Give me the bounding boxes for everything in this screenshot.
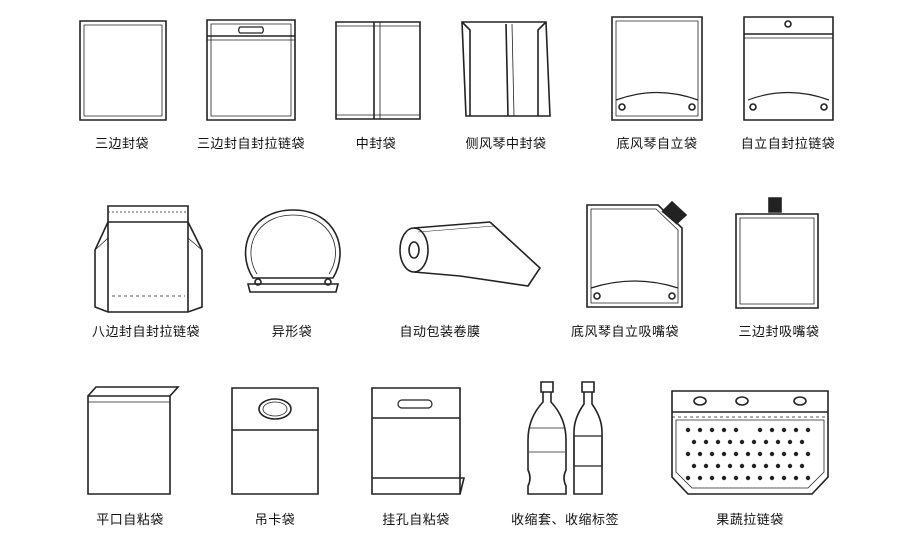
label-stand-up-bag: 底风琴自立袋 <box>616 137 698 152</box>
perforation-dot <box>733 451 739 457</box>
label-stand-up-spout-bag: 底风琴自立吸嘴袋 <box>570 325 680 340</box>
perforation-dot <box>703 463 709 469</box>
label-produce-zipper-bag: 果蔬拉链袋 <box>716 513 784 528</box>
perforation-dot <box>775 463 781 469</box>
label-hang-hole-adhesive-bag: 挂孔自粘袋 <box>382 513 450 528</box>
label-shrink-sleeve: 收缩套、收缩标签 <box>510 513 620 528</box>
perforation-dot <box>703 439 709 445</box>
perforation-dot <box>781 475 787 481</box>
perforation-dot <box>739 439 745 445</box>
label-three-side-zipper-bag: 三边封自封拉链袋 <box>196 137 306 152</box>
label-spout-bag: 三边封吸嘴袋 <box>738 325 820 340</box>
label-side-gusset-bag: 侧风琴中封袋 <box>465 137 547 152</box>
perforation-dot <box>751 439 757 445</box>
perforation-dot <box>733 427 739 433</box>
perforation-dot <box>757 451 763 457</box>
perforation-dot <box>709 475 715 481</box>
label-center-seal-bag: 中封袋 <box>355 137 397 152</box>
perforation-dot <box>727 439 733 445</box>
perforation-dot <box>721 427 727 433</box>
perforation-dot <box>799 463 805 469</box>
label-flat-adhesive-bag: 平口自粘袋 <box>96 513 164 528</box>
perforation-dot <box>763 463 769 469</box>
perforation-dot <box>769 475 775 481</box>
perforation-dot <box>769 427 775 433</box>
perforation-dot <box>721 475 727 481</box>
perforation-dot <box>745 451 751 457</box>
perforation-dot <box>697 427 703 433</box>
perforation-dot <box>805 475 811 481</box>
perforation-dot <box>691 439 697 445</box>
perforation-dot <box>739 463 745 469</box>
perforation-dot <box>697 451 703 457</box>
perforation-dot <box>805 451 811 457</box>
label-header-card-bag: 吊卡袋 <box>254 513 296 528</box>
perforation-dot <box>805 427 811 433</box>
perforation-dot <box>685 475 691 481</box>
perforation-dot <box>685 427 691 433</box>
perforation-dot <box>727 463 733 469</box>
perforation-dot <box>757 475 763 481</box>
perforation-dot <box>709 451 715 457</box>
perforation-dot <box>685 451 691 457</box>
perforation-dot <box>709 427 715 433</box>
label-stand-up-zipper-bag: 自立自封拉链袋 <box>740 137 836 152</box>
label-three-side-seal-bag: 三边封袋 <box>94 137 150 152</box>
perforation-dot <box>769 451 775 457</box>
label-eight-side-seal-bag: 八边封自封拉链袋 <box>91 325 201 340</box>
perforation-dot <box>781 451 787 457</box>
perforation-dot <box>763 439 769 445</box>
perforation-dot <box>787 463 793 469</box>
perforation-dot <box>715 439 721 445</box>
perforation-dot <box>787 439 793 445</box>
perforation-dot <box>733 475 739 481</box>
perforation-dot <box>715 463 721 469</box>
perforation-dot <box>793 427 799 433</box>
perforation-dot <box>757 427 763 433</box>
perforation-dot <box>751 463 757 469</box>
perforation-dot <box>781 427 787 433</box>
perforation-dot <box>793 451 799 457</box>
perforation-dot <box>691 463 697 469</box>
perforation-dot <box>793 475 799 481</box>
perforation-dot <box>799 439 805 445</box>
perforation-dot <box>721 451 727 457</box>
perforation-dot <box>697 475 703 481</box>
label-roll-film: 自动包装卷膜 <box>399 325 481 340</box>
perforation-dot <box>745 475 751 481</box>
perforation-dot <box>775 439 781 445</box>
label-shaped-bag: 异形袋 <box>271 325 313 340</box>
